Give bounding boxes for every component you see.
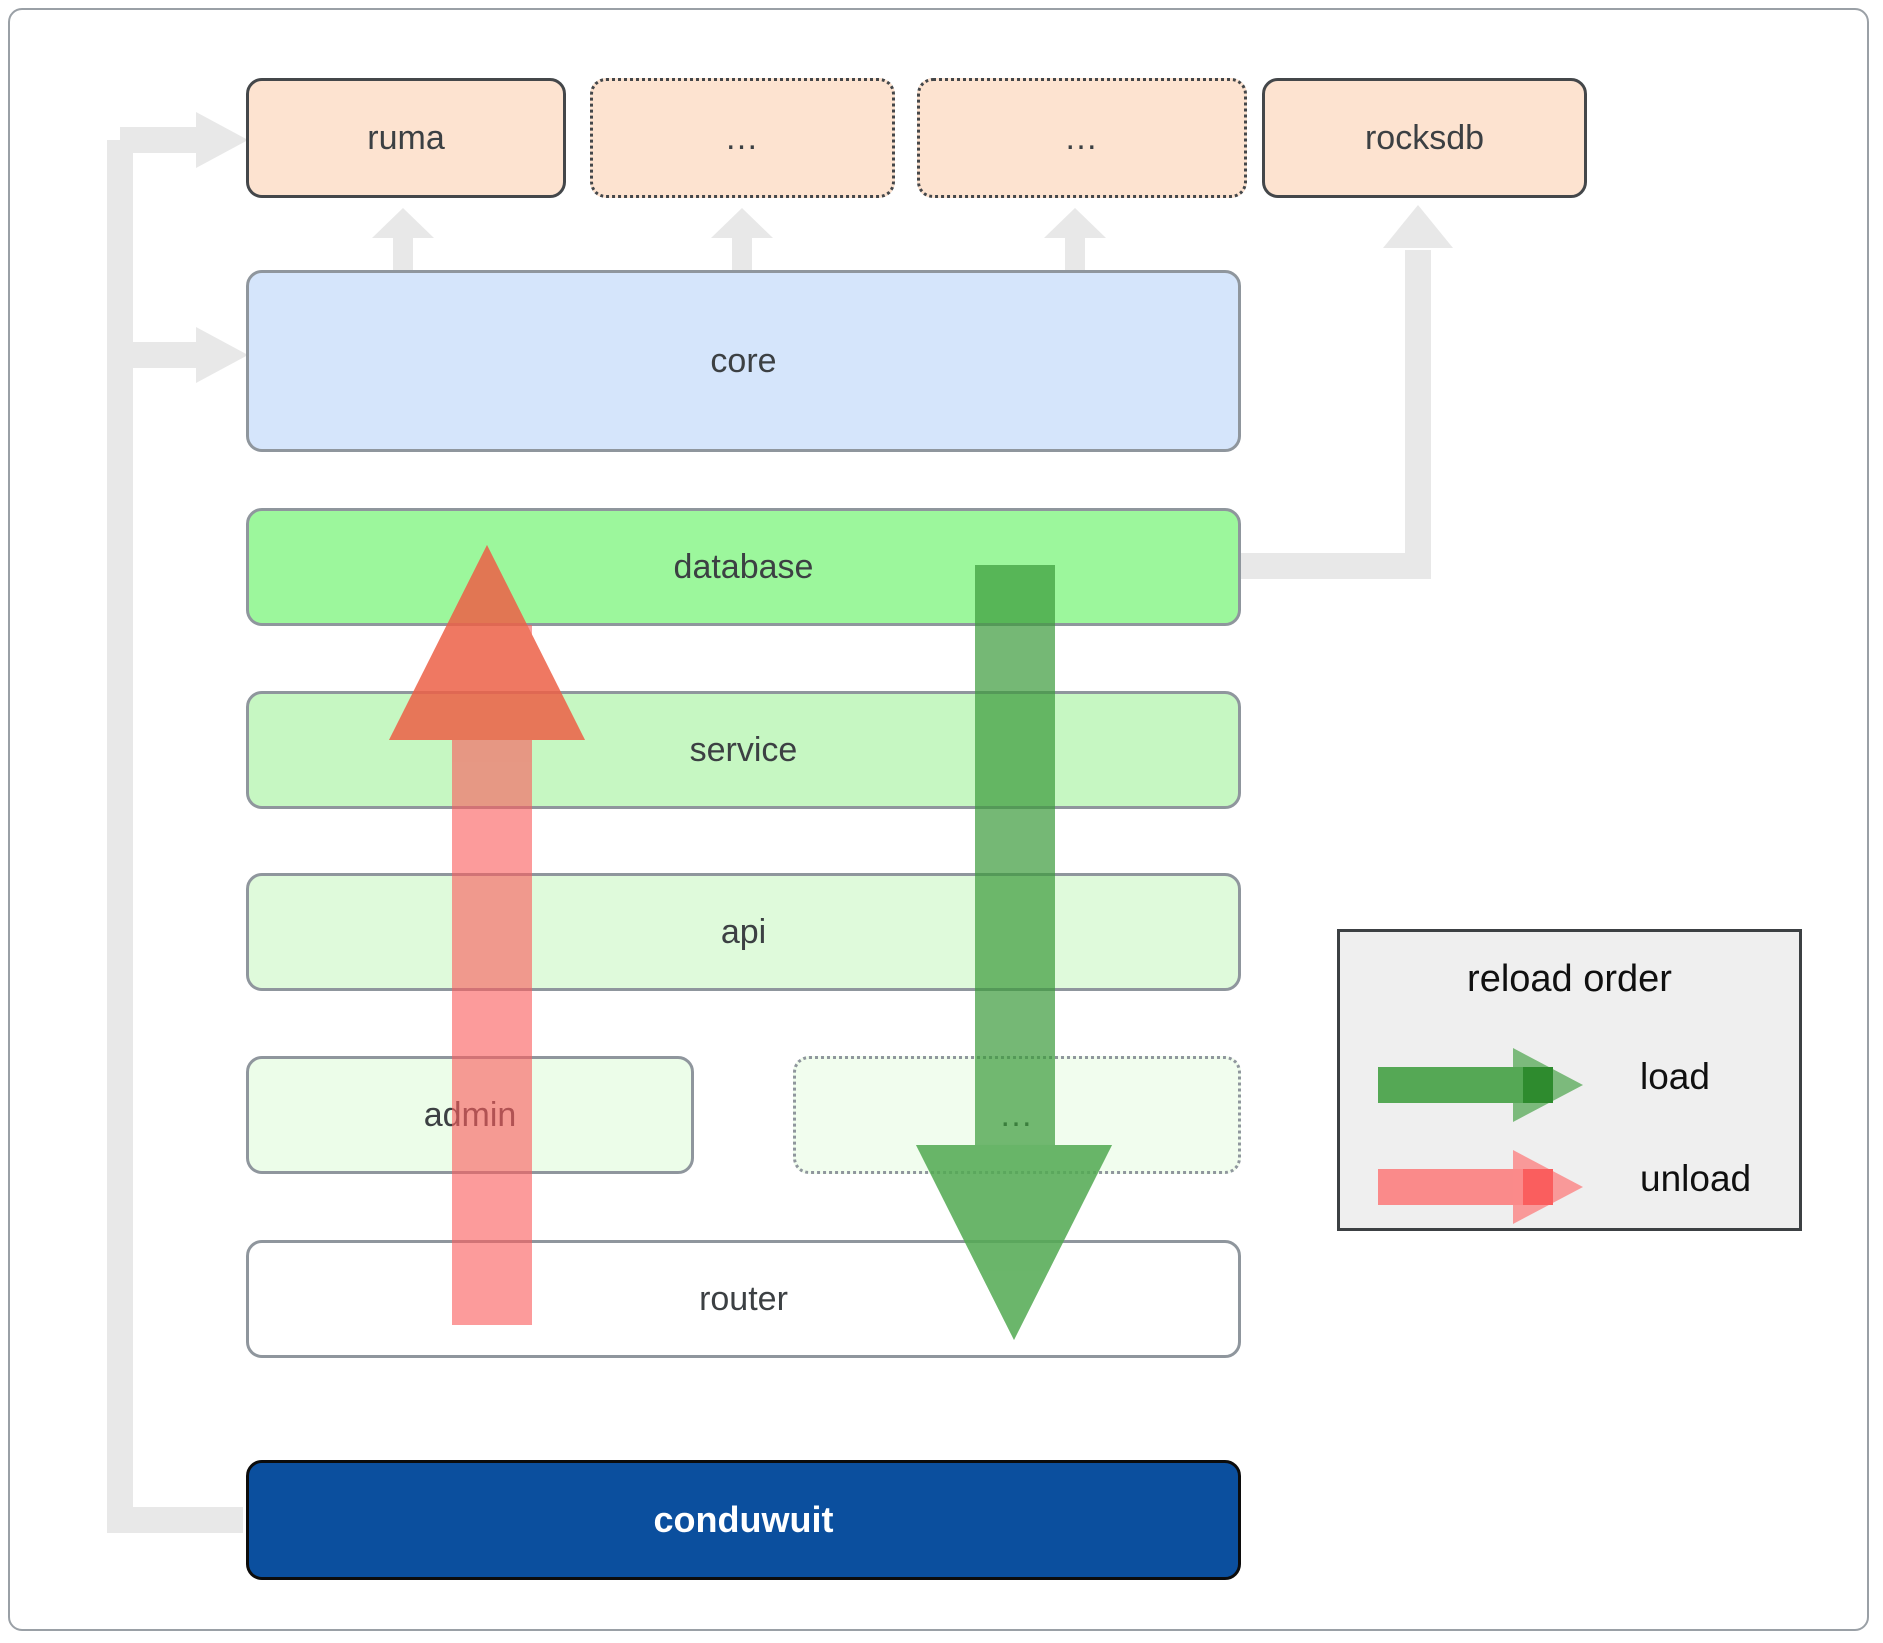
legend-panel: reload order load unload <box>1337 929 1802 1231</box>
legend-row-unload: unload <box>1340 1144 1799 1230</box>
layer-box-api[interactable]: api <box>246 873 1241 991</box>
layer-box-router[interactable]: router <box>246 1240 1241 1358</box>
dependency-box-rocksdb[interactable]: rocksdb <box>1262 78 1587 198</box>
layer-label: … <box>999 1095 1035 1134</box>
binary-box-conduwuit[interactable]: conduwuit <box>246 1460 1241 1580</box>
layer-label: admin <box>423 1095 517 1134</box>
layer-box-service[interactable]: service <box>246 691 1241 809</box>
layer-label: core <box>710 341 777 380</box>
legend-title: reload order <box>1467 958 1672 1000</box>
dependency-label: ruma <box>367 118 445 157</box>
layer-box-admin[interactable]: admin <box>246 1056 694 1174</box>
layer-label: api <box>720 912 767 951</box>
dependency-box-ellipsis-1[interactable]: … <box>590 78 895 198</box>
dependency-box-ellipsis-2[interactable]: … <box>917 78 1247 198</box>
layer-box-database[interactable]: database <box>246 508 1241 626</box>
dependency-label: … <box>724 118 761 157</box>
legend-row-load: load <box>1340 1042 1799 1128</box>
layer-box-core[interactable]: core <box>246 270 1241 452</box>
layer-box-ellipsis[interactable]: … <box>793 1056 1241 1174</box>
dependency-label: rocksdb <box>1364 118 1485 157</box>
legend-label-load: load <box>1640 1056 1710 1097</box>
layer-label: service <box>689 730 798 769</box>
unload-arrow-icon <box>1378 1150 1583 1224</box>
layer-label: router <box>699 1279 788 1318</box>
legend-label-unload: unload <box>1640 1158 1752 1199</box>
layer-label: database <box>673 547 814 586</box>
load-arrow-icon <box>1378 1048 1583 1122</box>
binary-label: conduwuit <box>653 1499 834 1540</box>
dependency-label: … <box>1064 118 1100 157</box>
diagram-frame <box>8 8 1869 1631</box>
dependency-box-ruma[interactable]: ruma <box>246 78 566 198</box>
